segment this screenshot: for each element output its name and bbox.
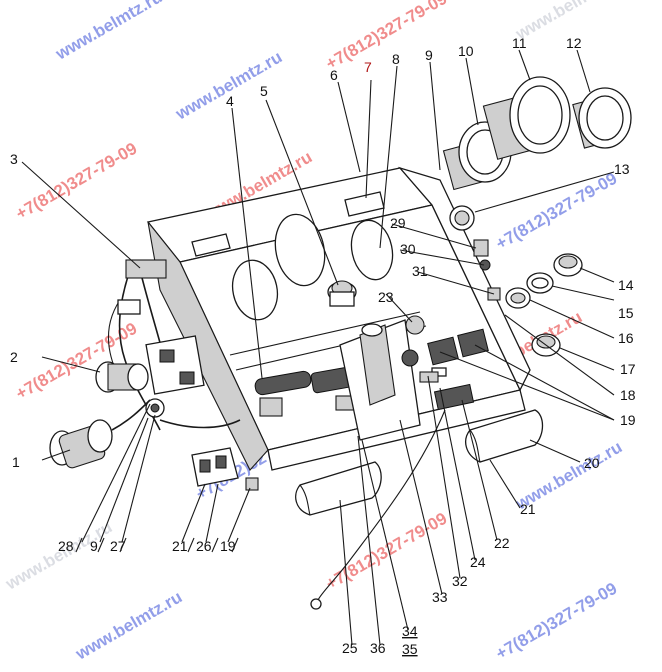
- callout-21-bottom: 21: [172, 538, 188, 554]
- callout-9-top: 9: [425, 47, 433, 63]
- rocker-switches: [401, 315, 489, 377]
- gauge-opening-right: [350, 219, 394, 281]
- callout-19-bottom: 19: [220, 538, 236, 554]
- ring-16: [505, 287, 531, 309]
- watermark-site: www.belmtz.ru: [2, 517, 116, 594]
- gauge-10: [442, 121, 512, 191]
- callout-8: 8: [392, 51, 400, 67]
- block-21-26: [191, 447, 239, 487]
- connector-1: [49, 399, 151, 469]
- indicator-window-left: [191, 233, 231, 257]
- watermark-phone: +7(812)327-79-09: [493, 579, 621, 664]
- callout-27: 27: [110, 538, 126, 554]
- gauge-12: [572, 87, 632, 149]
- callout-30: 30: [400, 241, 416, 257]
- callout-21-right: 21: [520, 501, 536, 517]
- callout-10: 10: [458, 43, 474, 59]
- callout-28: 28: [58, 538, 74, 554]
- cover-20: [465, 409, 544, 463]
- gauge-13: [449, 205, 475, 231]
- callout-7: 7: [364, 59, 372, 75]
- callout-32: 32: [452, 573, 468, 589]
- watermark-phone: +7(812)327-79-09: [13, 319, 141, 404]
- cover-lower-left: [295, 461, 382, 516]
- block-22-24: [419, 371, 475, 411]
- center-cover: [339, 319, 421, 441]
- bracket-19: [245, 477, 259, 491]
- callout-33: 33: [432, 589, 448, 605]
- gauge-opening-center: [274, 213, 326, 287]
- callout-3: 3: [10, 151, 18, 167]
- watermark-site: www.belmtz.ru: [172, 47, 286, 124]
- callout-labels: 1 2 3 4 5 6 7 8 9 10 11 12 13 14 15 16 1…: [10, 35, 636, 657]
- connector-3: [125, 259, 167, 279]
- callout-20: 20: [584, 455, 600, 471]
- callout-2: 2: [10, 349, 18, 365]
- callout-15: 15: [618, 305, 634, 321]
- callout-1: 1: [12, 454, 20, 470]
- ring-15: [526, 272, 554, 294]
- callout-13: 13: [614, 161, 630, 177]
- callout-22: 22: [494, 535, 510, 551]
- ground-wire: [317, 409, 446, 601]
- panel-left-side: [147, 221, 269, 471]
- gauge-11: [482, 76, 571, 160]
- callout-26: 26: [196, 538, 212, 554]
- panel-right-side: [398, 166, 531, 392]
- callout-separators: [75, 537, 239, 553]
- watermark-phone: +7(812)327-79-09: [493, 169, 621, 254]
- watermark-site: www.belmtz.ru: [52, 0, 166, 64]
- callout-16: 16: [618, 330, 634, 346]
- callout-9-bottom: 9: [90, 538, 98, 554]
- callout-12: 12: [566, 35, 582, 51]
- callout-6: 6: [330, 67, 338, 83]
- callout-5: 5: [260, 83, 268, 99]
- callout-31: 31: [412, 263, 428, 279]
- callout-4: 4: [226, 93, 234, 109]
- socket-5: [327, 280, 357, 307]
- callout-25: 25: [342, 640, 358, 656]
- watermark-site: www.belmtz.ru: [72, 587, 186, 664]
- callout-34: 34: [402, 623, 418, 639]
- callout-35: 35: [402, 641, 418, 657]
- connector-2: [95, 361, 149, 393]
- callout-29: 29: [390, 215, 406, 231]
- grommet-27: [145, 398, 165, 418]
- leader-lines: [21, 49, 615, 646]
- knob-14: [553, 253, 583, 277]
- callout-23: 23: [378, 289, 394, 305]
- callout-36: 36: [370, 640, 386, 656]
- relay-block: [145, 335, 205, 395]
- callout-14: 14: [618, 277, 634, 293]
- callout-24: 24: [470, 554, 486, 570]
- callout-19-right: 19: [620, 412, 636, 428]
- callout-18: 18: [620, 387, 636, 403]
- panel-ledge: [229, 311, 421, 356]
- callout-11: 11: [512, 35, 527, 51]
- ring-terminal: [310, 598, 322, 610]
- callout-17: 17: [620, 361, 636, 377]
